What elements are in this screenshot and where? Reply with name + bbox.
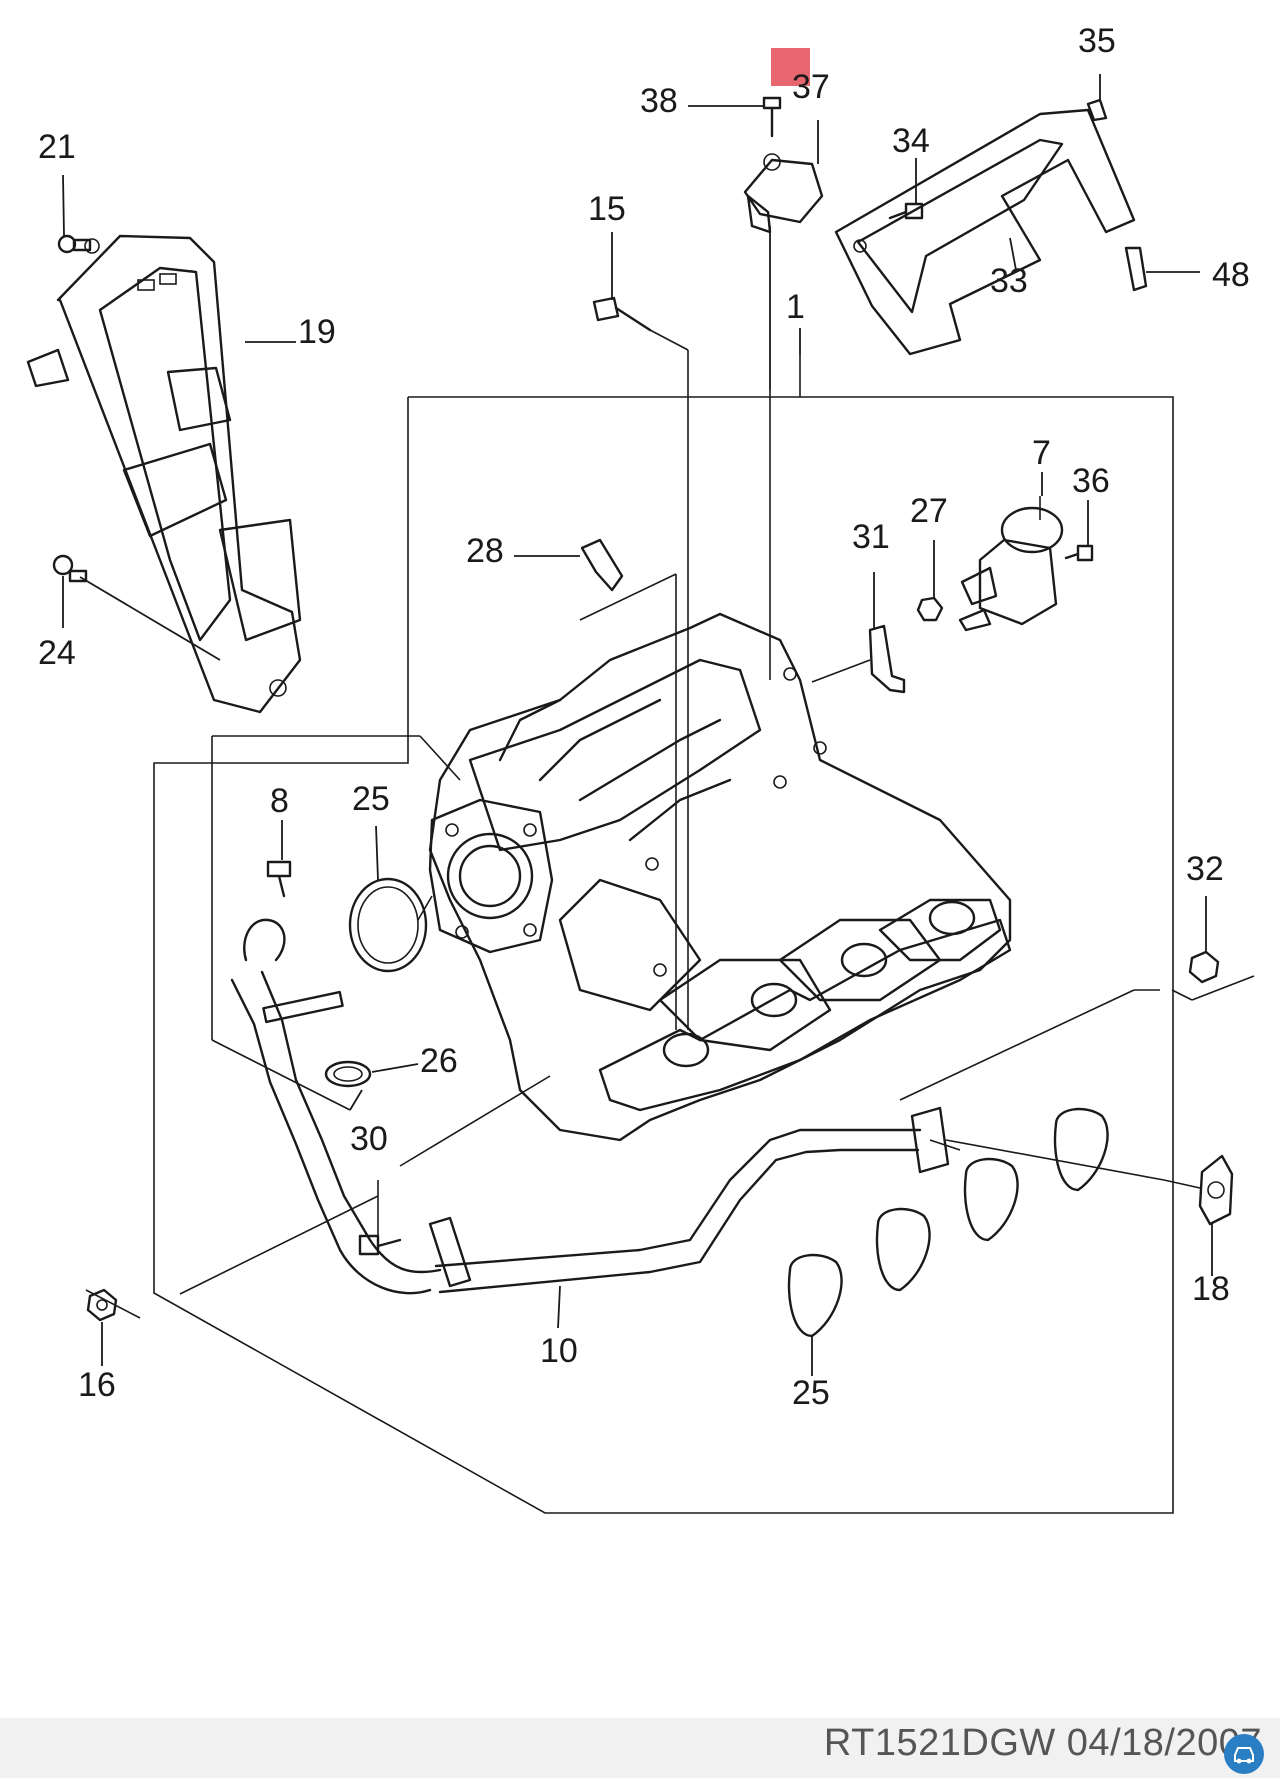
drawing-code: RT1521DGW 04/18/2007	[823, 1722, 1262, 1764]
car-service-icon[interactable]	[1224, 1734, 1264, 1774]
bolt-21	[52, 554, 88, 583]
callout-25: 25	[792, 1374, 830, 1412]
gaskets-25	[787, 1107, 1109, 1338]
callout-30: 30	[350, 1120, 388, 1158]
callout-15: 15	[588, 190, 626, 228]
callout-8: 8	[270, 782, 289, 820]
callout-28: 28	[466, 532, 504, 570]
car-glyph	[1234, 1747, 1254, 1764]
callout-26: 26	[420, 1042, 458, 1080]
sensor-37	[743, 153, 824, 234]
nut-27	[916, 596, 944, 622]
highlight-marker	[771, 48, 810, 86]
callout-10: 10	[540, 1332, 578, 1370]
o-ring-26	[324, 1060, 372, 1088]
clip-35	[1086, 98, 1108, 122]
gasket-24	[348, 877, 428, 973]
bolt-20	[57, 234, 92, 254]
bolt-38	[762, 96, 782, 138]
bolt-34	[888, 202, 924, 220]
callout-27: 27	[910, 492, 948, 530]
bolt-30	[358, 1234, 402, 1256]
bracket-33	[834, 108, 1136, 356]
callout-7: 7	[1032, 434, 1051, 472]
callout-34: 34	[892, 122, 930, 160]
callout-32: 32	[1186, 850, 1224, 888]
actuator-7	[958, 496, 1064, 632]
bolt-15	[592, 296, 652, 332]
footer-band	[0, 1718, 1280, 1778]
callout-35: 35	[1078, 22, 1116, 60]
bracket-19	[26, 234, 302, 714]
gasket-18	[1198, 1154, 1234, 1226]
callout-1: 1	[786, 288, 805, 326]
link-31	[868, 624, 906, 694]
pipe-10	[230, 918, 950, 1295]
assembly-frame	[153, 355, 1174, 1514]
nut-32	[1188, 950, 1220, 984]
callout-19: 19	[298, 313, 336, 351]
callout-16: 16	[78, 1366, 116, 1404]
callout-33: 33	[990, 262, 1028, 300]
intake-manifold-1	[428, 612, 1012, 1142]
nut-16	[86, 1288, 118, 1322]
callout-31: 31	[852, 518, 890, 556]
clip-28	[580, 538, 624, 592]
callout-48: 48	[1212, 256, 1250, 294]
callout-20: 21	[38, 128, 76, 166]
callout-18: 18	[1192, 1270, 1230, 1308]
callout-labels: 21 19 24 15 38 37 34 35 33 48 1 7 36 27 …	[38, 22, 1250, 1412]
callout-37: 37	[792, 68, 830, 106]
bolt-8	[266, 860, 292, 898]
callout-36: 36	[1072, 462, 1110, 500]
callout-24: 25	[352, 780, 390, 818]
stud-48	[1124, 246, 1148, 292]
leader-lines	[62, 74, 1255, 1376]
callout-38: 38	[640, 82, 678, 120]
callout-21: 24	[38, 634, 76, 672]
bolt-36	[1064, 544, 1094, 562]
